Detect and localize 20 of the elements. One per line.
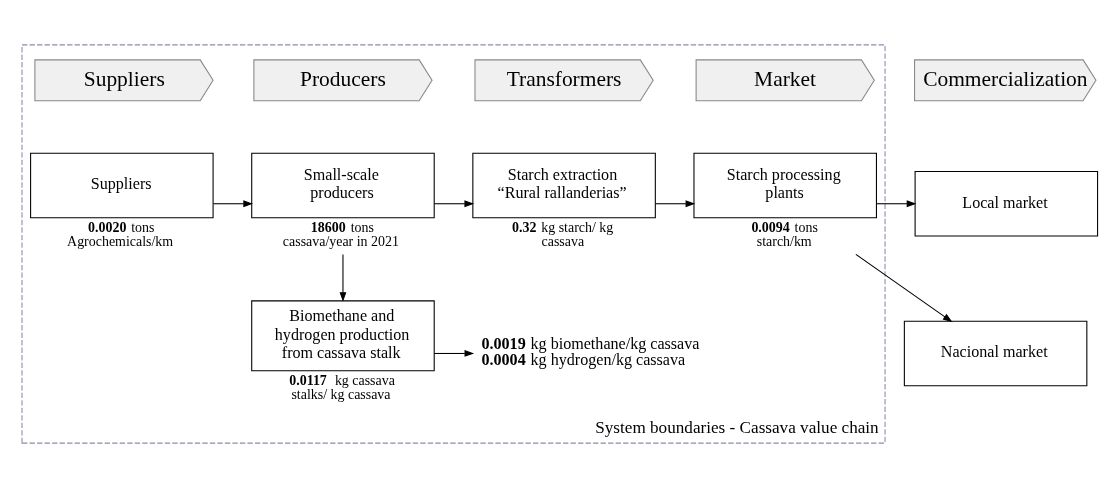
node-box: Starch extraction “Rural rallanderias” [472, 152, 656, 219]
node-label: 0.32 kg starch/ kg cassava [512, 220, 614, 250]
node-label: 18600 tons cassava/year in 2021 [282, 220, 399, 250]
arrow [655, 200, 696, 208]
node-label: 0.0117 kg cassava stalks/ kg cassava [289, 373, 395, 402]
arrow [876, 200, 917, 208]
arrow [433, 350, 475, 357]
node-label: 0.0020 tons Agrochemicals/km [67, 220, 174, 250]
node-box: Biomethane and hydrogen production from cassava stalk [251, 300, 435, 372]
node-box: Nacional market [903, 320, 1088, 387]
arrow [339, 253, 347, 302]
arrow [434, 200, 475, 208]
node-box: Suppliers [30, 152, 214, 219]
node-text: 0.0019 kg biomethane/kg cassava 0.0004 kg hydrogen/kg cassava [481, 335, 700, 369]
node-label: 0.0094 tons starch/km [751, 220, 818, 250]
node-box: Small-scale producers [251, 152, 435, 219]
node-box: Local market [914, 171, 1099, 237]
arrow [212, 200, 253, 208]
arrow [855, 253, 953, 323]
node-box: Starch processing plants [693, 152, 877, 219]
